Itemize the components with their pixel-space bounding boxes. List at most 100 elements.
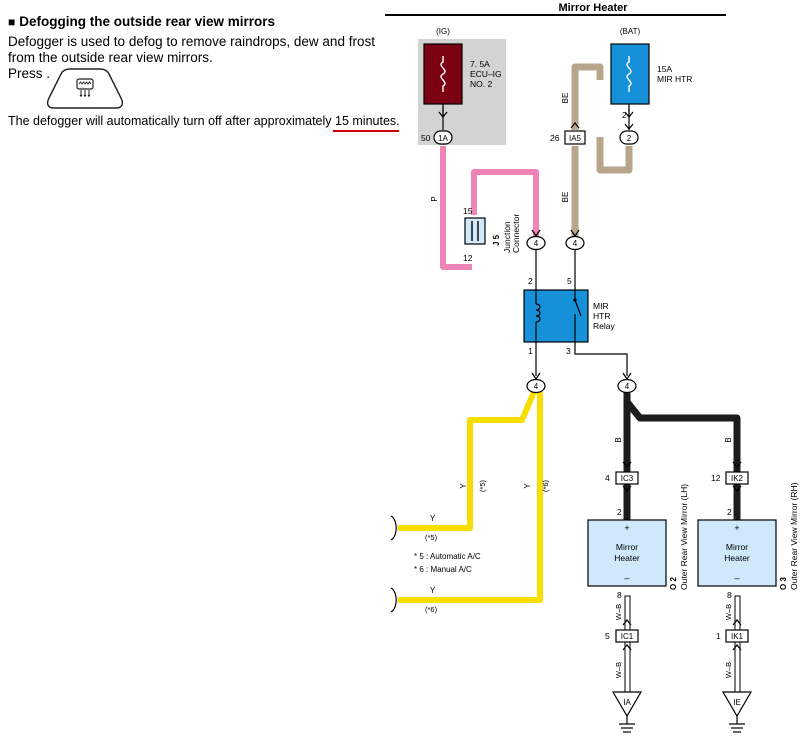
rh-minus: –: [734, 573, 739, 583]
relay-name-3: Relay: [593, 321, 615, 331]
wire-label-be-2: BE: [561, 192, 570, 203]
rh-side-label: Outer Rear View Mirror (RH): [789, 482, 799, 590]
wire-be-2: [571, 63, 604, 130]
mirror-lh: 4 IC3 2 + Mirror Heater – 8 W–B 5 IC1 W–…: [587, 461, 689, 733]
splice-4-a: 4: [534, 239, 539, 248]
ground-ie-label: IE: [733, 698, 741, 707]
rh-gnd-pin: 1: [716, 631, 721, 641]
relay-symbols: [535, 290, 582, 342]
heading-marker: ■: [8, 15, 16, 29]
wire-label-y-4: Y: [430, 586, 436, 595]
junction-connector: [464, 217, 486, 245]
note-text: The defogger will automatically turn off…: [8, 114, 336, 128]
junction-pin-bottom: 12: [463, 253, 473, 263]
lh-label-2: Heater: [614, 553, 640, 563]
ia5-pin: 26: [550, 133, 560, 143]
connector-ik2-label: IK2: [731, 474, 744, 483]
bat-pin: 2: [622, 110, 627, 120]
connector-ia5: [564, 130, 586, 145]
rh-plus: +: [734, 523, 739, 533]
ground-ia-label: IA: [623, 698, 631, 707]
description-line-2: from the outside rear view mirrors.: [8, 50, 213, 65]
rh-wb-2: W–B: [724, 662, 733, 678]
lh-wb-2: W–B: [614, 662, 623, 678]
lh-plus: +: [624, 523, 629, 533]
lh-pin-minus: 8: [617, 590, 622, 600]
rh-pin-plus: 2: [727, 507, 732, 517]
press-instruction: Press .: [8, 66, 51, 81]
connector-ik1: [725, 629, 749, 643]
lh-label-1: Mirror: [616, 542, 638, 552]
connector-ik2: [725, 471, 749, 485]
splice-4-b: 4: [573, 239, 578, 248]
lh-conn-pin: 4: [605, 473, 610, 483]
lh-minus: –: [624, 573, 629, 583]
heading-text: Defogging the outside rear view mirrors: [19, 14, 276, 29]
wire-be-1: [596, 137, 633, 174]
ig-fuse-rating: 7. 5A: [470, 59, 490, 69]
bat-fuse-name: MIR HTR: [657, 74, 692, 84]
rear-mirror-defogger-icon: [46, 68, 124, 109]
note-end: .: [396, 114, 400, 128]
connector-2-label: 2: [627, 134, 632, 143]
ig-pin: 50: [421, 133, 431, 143]
relay-pin-2: 2: [528, 276, 533, 286]
section-heading: ■Defogging the outside rear view mirrors: [8, 14, 275, 29]
wire-y-1: [398, 390, 537, 531]
rh-wb-1: W–B: [724, 604, 733, 620]
ground-ia: [611, 691, 643, 718]
relay-pin-1: 1: [528, 346, 533, 356]
fuse-ig-element: [440, 56, 446, 92]
description-line-1: Defogger is used to defog to remove rain…: [8, 34, 375, 49]
auto-off-note: The defogger will automatically turn off…: [8, 114, 400, 128]
mir-htr-relay: [523, 289, 589, 343]
splice-4-c: 4: [534, 382, 539, 391]
star5-vertical: (*5): [478, 479, 487, 492]
rh-label-2: Heater: [724, 553, 750, 563]
star6-end: (*6): [425, 605, 438, 614]
relay-pin-3: 3: [566, 346, 571, 356]
mirror-rh: 12 IK2 2 + Mirror Heater – 8 W–B 1 IK1 W…: [697, 461, 799, 733]
star6-vertical: (*6): [541, 479, 550, 492]
junction-label-1: Junction: [502, 221, 512, 253]
relay-name-1: MIR: [593, 301, 609, 311]
wire-label-y-2: Y: [523, 483, 532, 489]
relay-pin-5: 5: [567, 276, 572, 286]
wire-b-2: [624, 399, 741, 472]
connector-ic1: [615, 629, 639, 643]
wire-label-p: P: [430, 196, 439, 201]
connector-ic3-label: IC3: [621, 474, 634, 483]
rh-id: O 3: [779, 577, 788, 590]
star5-end: (*5): [425, 533, 438, 542]
relay-name-2: HTR: [593, 311, 610, 321]
rh-label-1: Mirror: [726, 542, 748, 552]
wire-label-be-1: BE: [561, 93, 570, 104]
rh-pin-minus: 8: [727, 590, 732, 600]
connector-1a-label: 1A: [438, 134, 448, 143]
junction-label-2: Connector: [511, 214, 521, 253]
lh-gnd-pin: 5: [605, 631, 610, 641]
bat-source: (BAT): [620, 27, 641, 36]
junction-id: J 5: [492, 234, 501, 246]
splice-row-2: 4 4: [526, 372, 637, 394]
legend-line-1: * 5 : Automatic A/C: [414, 552, 481, 561]
note-highlight: 15 minutes: [335, 114, 397, 128]
wire-y-2: [398, 392, 543, 603]
lh-side-label: Outer Rear View Mirror (LH): [679, 484, 689, 590]
wire-label-y-3: Y: [430, 514, 436, 523]
mirror-heater-rh: [697, 519, 777, 587]
connector-2: [619, 130, 639, 145]
legend-line-2: * 6 : Manual A/C: [414, 565, 472, 574]
connector-ic3: [615, 471, 639, 485]
lh-id: O 2: [669, 577, 678, 590]
rh-conn-pin: 12: [711, 473, 721, 483]
connector-ia5-label: IA5: [569, 134, 582, 143]
wire-label-b-2: B: [724, 437, 733, 442]
wires: [398, 63, 741, 603]
ig-fuse-name-2: NO. 2: [470, 79, 492, 89]
diagram-title: Mirror Heater: [558, 2, 628, 14]
splice-row-1: 4 4: [526, 229, 585, 251]
bat-fuse-rating: 15A: [657, 64, 672, 74]
connector-ic1-label: IC1: [621, 632, 634, 641]
